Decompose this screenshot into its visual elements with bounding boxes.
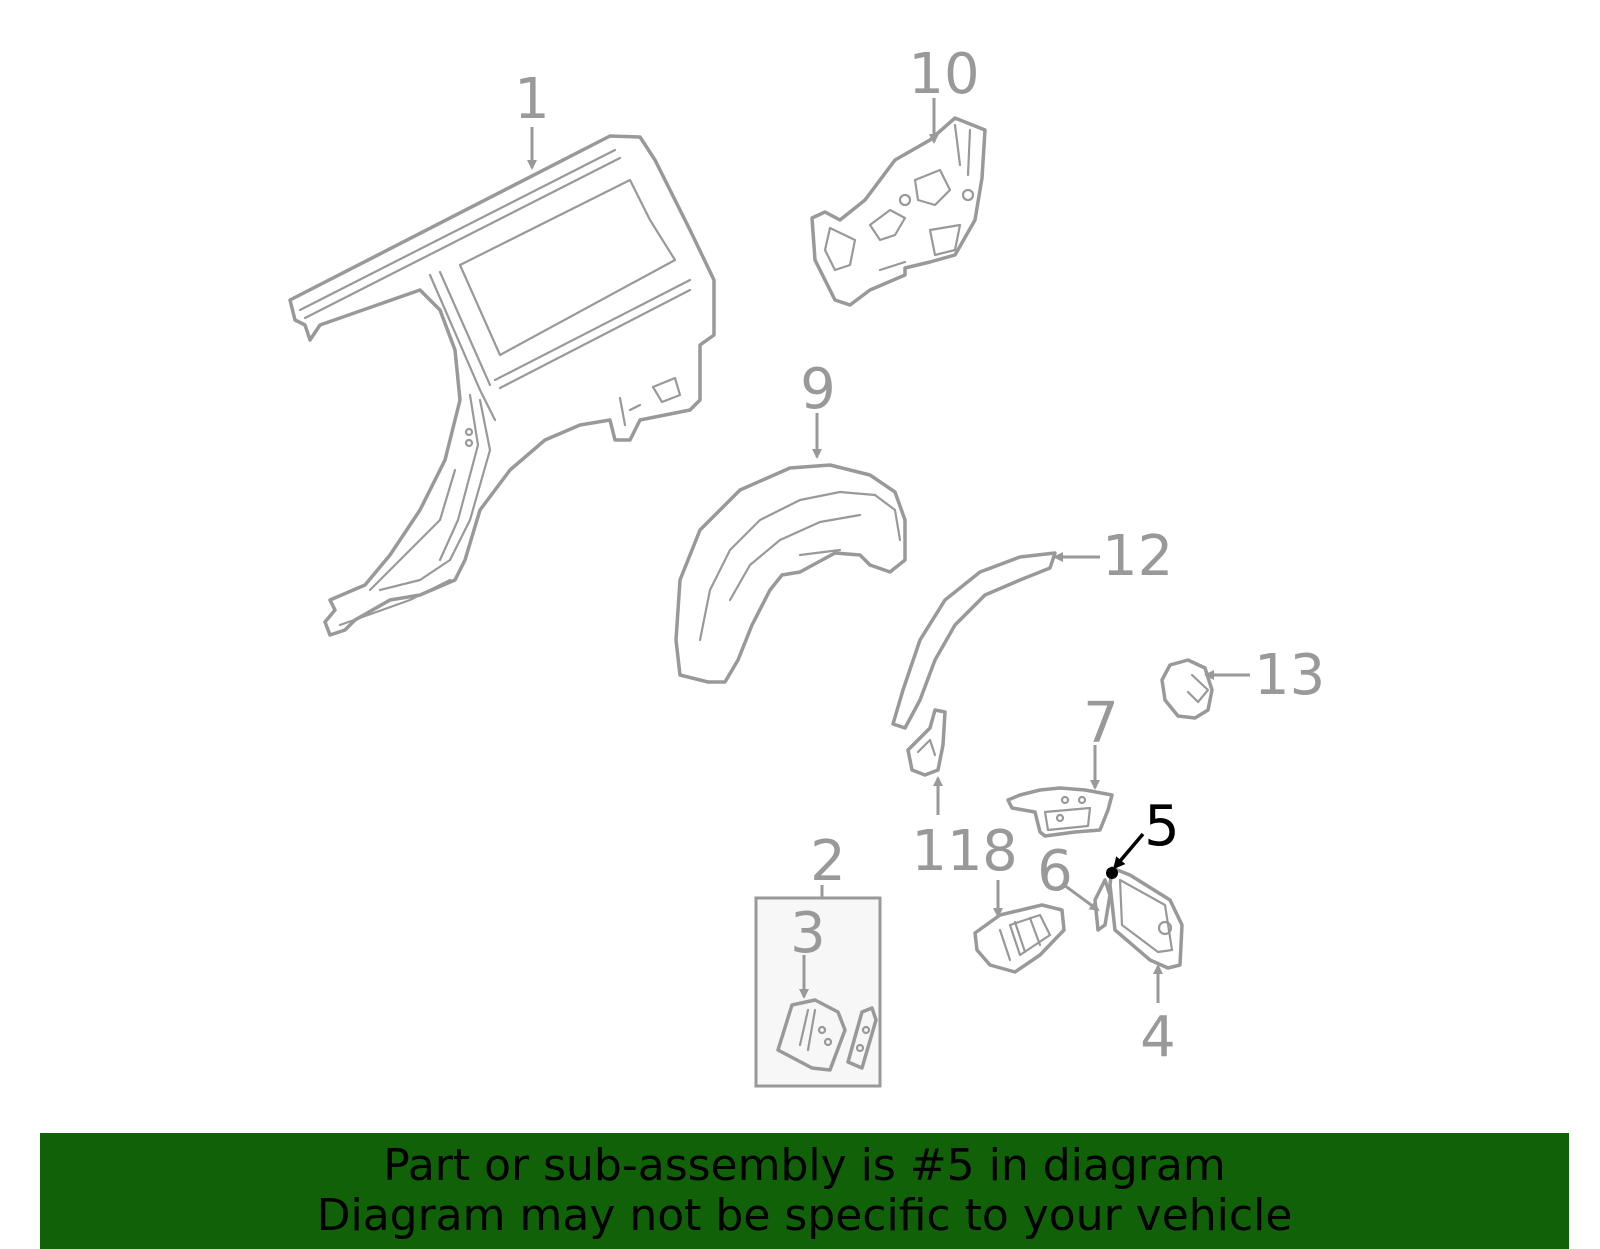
callout-5-highlight: 5 <box>1144 794 1180 859</box>
leader-lines <box>527 98 1250 1003</box>
part-10-bracket[interactable] <box>810 116 987 307</box>
callout-1: 1 <box>514 67 550 132</box>
part-13-clip[interactable] <box>1160 658 1214 720</box>
subassembly-box-2 <box>754 896 882 1088</box>
part-4-fuel-door[interactable] <box>1108 866 1184 970</box>
info-banner: Part or sub-assembly is #5 in diagram Di… <box>40 1133 1569 1249</box>
callout-4: 4 <box>1140 1005 1176 1070</box>
banner-line-2: Diagram may not be specific to your vehi… <box>316 1190 1293 1241</box>
part-1-quarter-panel[interactable] <box>288 134 716 637</box>
banner-line-1: Part or sub-assembly is #5 in diagram <box>383 1140 1226 1191</box>
callout-2: 2 <box>810 829 846 894</box>
callout-6: 6 <box>1037 839 1073 904</box>
callout-9: 9 <box>800 357 836 422</box>
part-7-hinge[interactable] <box>1006 786 1114 838</box>
callout-8: 8 <box>982 819 1018 884</box>
callout-3: 3 <box>790 901 826 966</box>
part-8-housing[interactable] <box>973 903 1066 974</box>
callout-12: 12 <box>1102 524 1173 589</box>
part-9-wheel-liner[interactable] <box>674 463 907 684</box>
part-6-hinge-arm[interactable] <box>1093 878 1112 932</box>
callout-13: 13 <box>1254 643 1325 708</box>
part-12-arch-molding[interactable] <box>891 551 1057 730</box>
part-5-highlight[interactable] <box>1106 867 1118 879</box>
callout-7: 7 <box>1083 691 1119 756</box>
callout-10: 10 <box>908 42 979 107</box>
callout-11: 11 <box>911 819 982 884</box>
part-11-small-bracket[interactable] <box>906 708 947 777</box>
